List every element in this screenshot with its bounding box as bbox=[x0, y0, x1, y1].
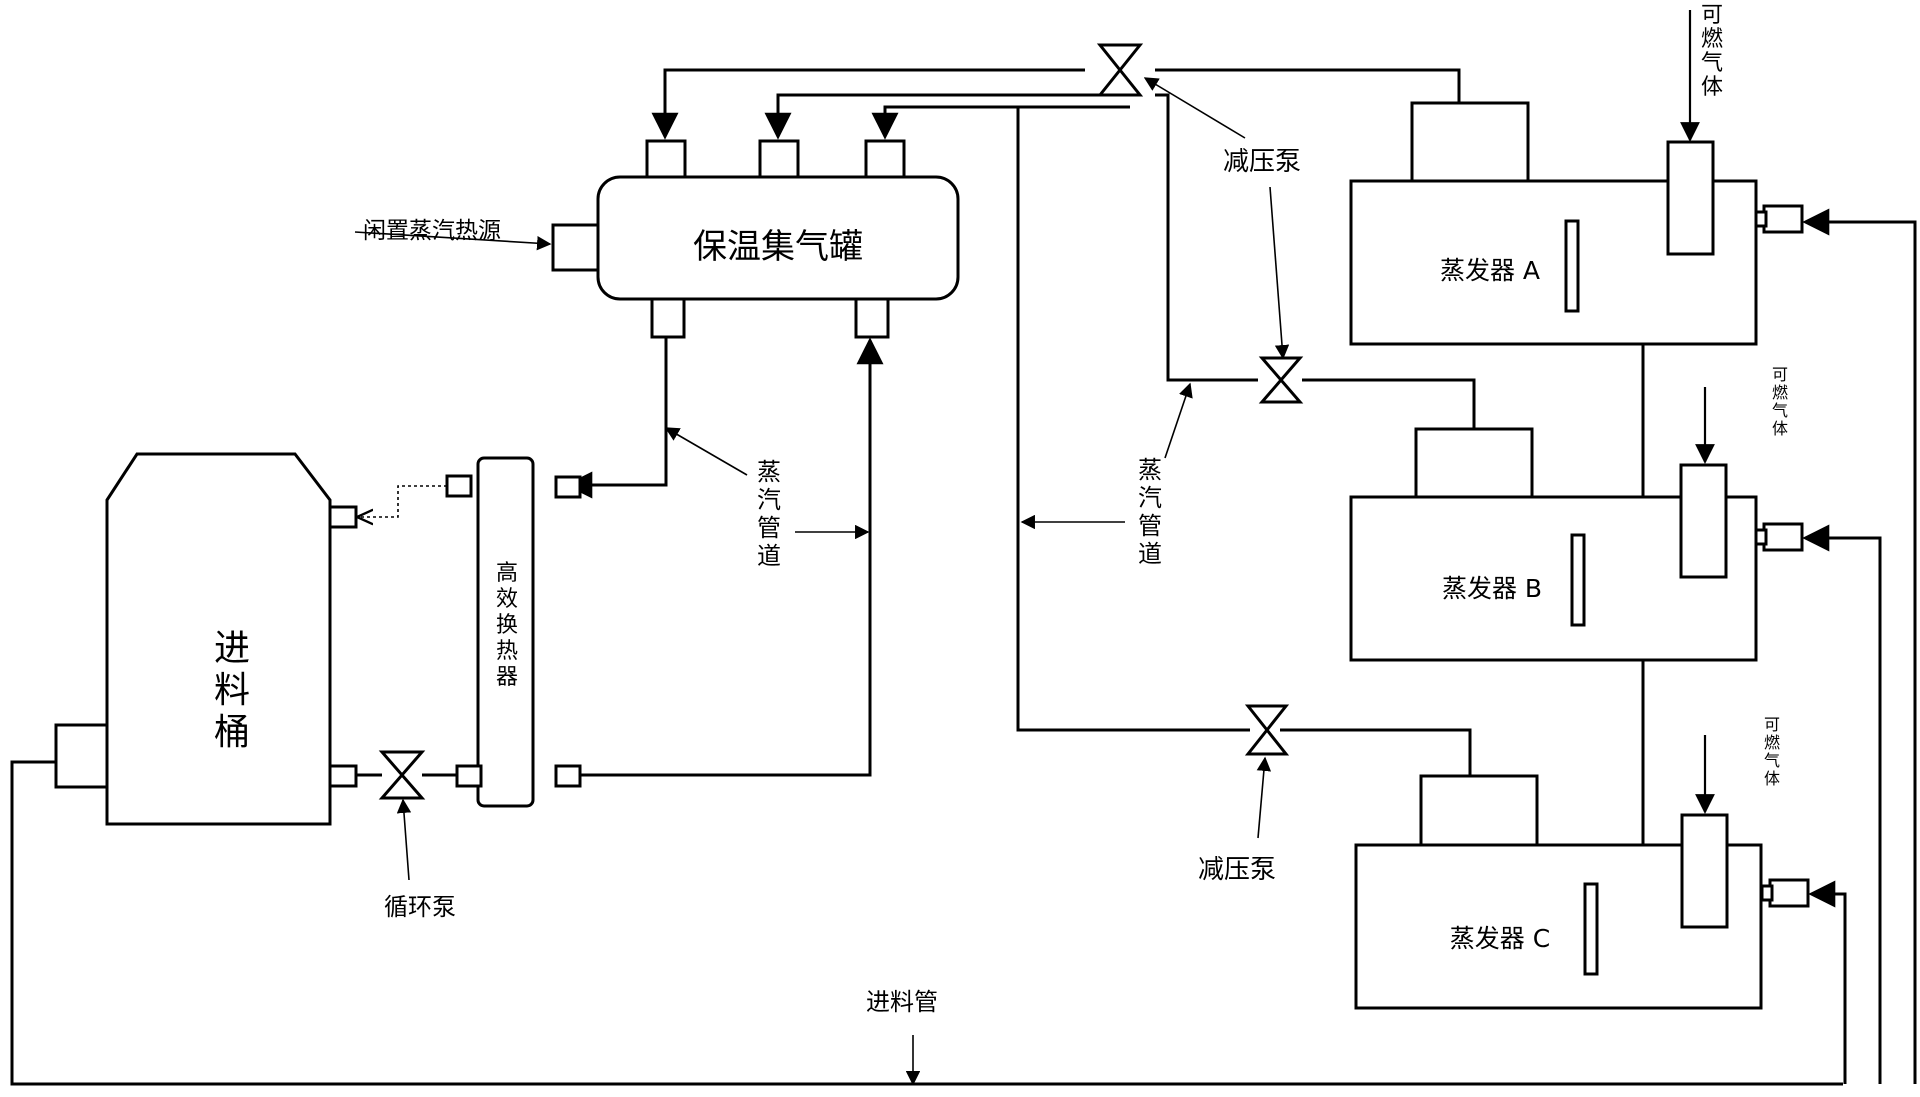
circulation-valve bbox=[378, 750, 426, 800]
feed-pipe-label: 进料管 bbox=[866, 988, 938, 1016]
evaporator-c bbox=[1354, 774, 1810, 1010]
exchanger-label-3: 换 bbox=[496, 613, 518, 638]
gas-a-3: 气 bbox=[1701, 51, 1723, 76]
steam-pipe-right-1: 蒸 bbox=[1138, 456, 1162, 484]
feed-bucket bbox=[54, 452, 358, 826]
insulated-gas-tank bbox=[551, 139, 960, 339]
evaporator-a bbox=[1349, 101, 1804, 346]
steam-pipe-right-2: 汽 bbox=[1138, 484, 1162, 512]
evaporator-a-label: 蒸发器 A bbox=[1440, 256, 1540, 285]
top-valve bbox=[1096, 43, 1144, 97]
exchanger-label-5: 器 bbox=[496, 665, 518, 690]
bucket-label-1: 进 bbox=[214, 628, 250, 669]
pressure-pump-top-arrow-2 bbox=[1269, 186, 1290, 360]
steam-pipe-left-arrow-1 bbox=[664, 427, 748, 476]
top-steam-pipe bbox=[651, 68, 1476, 776]
exchanger-label-4: 热 bbox=[496, 639, 518, 664]
steam-pipe-right-arrow-2 bbox=[1164, 382, 1193, 459]
evaporator-c-label: 蒸发器 C bbox=[1450, 924, 1550, 953]
steam-pipe-right-3: 管 bbox=[1138, 512, 1162, 540]
tank-label: 保温集气罐 bbox=[693, 227, 863, 267]
gas-a-4: 体 bbox=[1701, 75, 1723, 100]
pressure-pump-top-arrow-1 bbox=[1143, 77, 1246, 139]
exchanger-label-2: 效 bbox=[496, 587, 518, 612]
gas-c-2: 燃 bbox=[1764, 733, 1780, 752]
gas-a-1: 可 bbox=[1701, 3, 1723, 28]
feed-pipe bbox=[10, 208, 1917, 1086]
circulation-pump-label: 循环泵 bbox=[384, 893, 456, 921]
gas-c-1: 可 bbox=[1764, 715, 1780, 734]
gas-c-4: 体 bbox=[1764, 769, 1780, 788]
evaporator-b-label: 蒸发器 B bbox=[1442, 574, 1542, 603]
idle-steam-label: 闲置蒸汽热源 bbox=[363, 218, 501, 244]
steam-pipe-left-4: 道 bbox=[757, 542, 781, 570]
idle-steam-arrow bbox=[354, 231, 552, 251]
gas-b-2: 燃 bbox=[1772, 383, 1788, 402]
exchanger-label-1: 高 bbox=[496, 561, 518, 586]
steam-pipe-right-4: 道 bbox=[1138, 540, 1162, 568]
pressure-pump-bottom-arrow bbox=[1256, 756, 1272, 839]
pressure-pump-top-label: 减压泵 bbox=[1223, 147, 1301, 177]
steam-pipe-left-1: 蒸 bbox=[757, 458, 781, 486]
bucket-label-3: 桶 bbox=[214, 712, 250, 753]
gas-c-3: 气 bbox=[1764, 751, 1780, 770]
pressure-pump-bottom-label: 减压泵 bbox=[1198, 855, 1276, 885]
circulation-pump-arrow bbox=[396, 798, 412, 881]
gas-b-3: 气 bbox=[1772, 401, 1788, 420]
middle-valve bbox=[1258, 356, 1304, 404]
gas-b-1: 可 bbox=[1772, 365, 1788, 384]
steam-pipe-left-2: 汽 bbox=[757, 486, 781, 514]
steam-pipe-left-3: 管 bbox=[757, 514, 781, 542]
evaporator-b bbox=[1349, 427, 1804, 662]
gas-b-4: 体 bbox=[1772, 419, 1788, 438]
bottom-valve bbox=[1244, 704, 1290, 756]
bucket-label-2: 料 bbox=[214, 670, 250, 711]
gas-a-2: 燃 bbox=[1701, 27, 1723, 52]
